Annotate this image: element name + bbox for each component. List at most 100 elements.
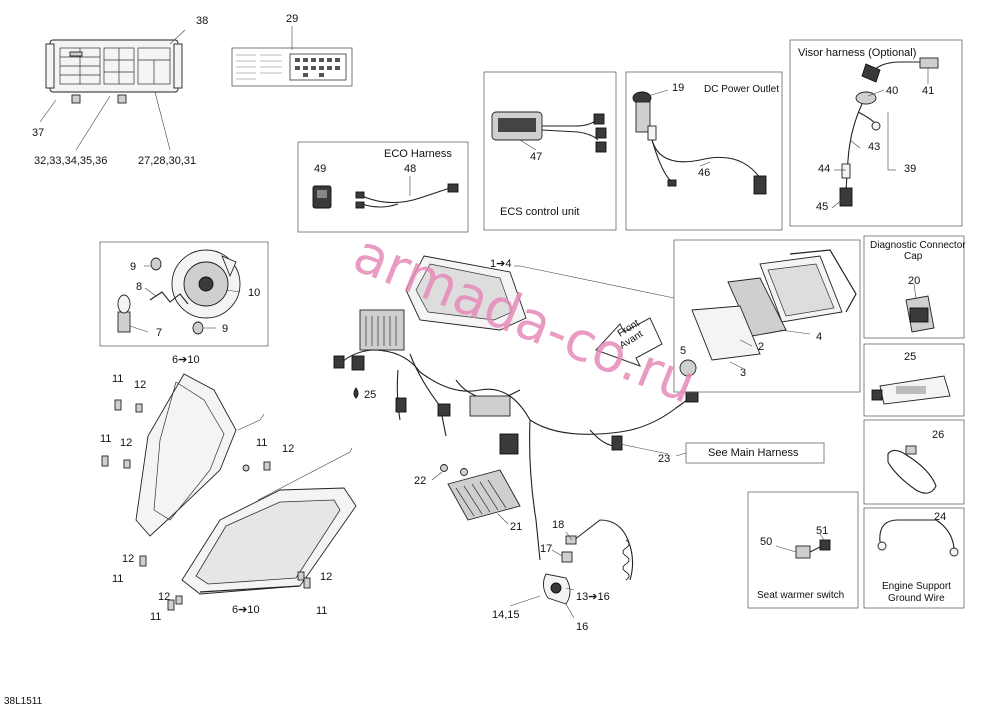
label-10: 10 — [248, 287, 260, 299]
engine-ground-box — [863, 507, 965, 609]
right-headlight — [181, 487, 357, 595]
dielectric-grease-box — [863, 343, 965, 417]
visor-harness-box — [789, 39, 963, 227]
connector-pinout-sheet — [231, 47, 353, 87]
grease-drop-icon — [353, 387, 359, 399]
caption-diagnostic-cap-2: Cap — [904, 251, 923, 262]
label-47: 47 — [530, 151, 542, 163]
label-24: 24 — [934, 511, 946, 523]
label-27-31: 27,28,30,31 — [138, 155, 196, 167]
small-bulb-upper — [150, 257, 162, 271]
label-6-10-upper: 6➔10 — [172, 354, 200, 366]
voltage-regulator — [447, 469, 521, 521]
caption-diagnostic-cap-1: Diagnostic Connector — [870, 240, 966, 251]
label-45: 45 — [816, 201, 828, 213]
label-50: 50 — [760, 536, 772, 548]
label-37: 37 — [32, 127, 44, 139]
caption-engine-ground-1: Engine Support — [882, 581, 951, 592]
bulb-socket — [171, 249, 241, 319]
label-22: 22 — [414, 475, 426, 487]
label-9-upper: 9 — [130, 261, 136, 273]
tether-cord — [565, 519, 634, 581]
label-44: 44 — [818, 163, 830, 175]
label-26: 26 — [932, 429, 944, 441]
label-20: 20 — [908, 275, 920, 287]
diagnostic-cap-box — [863, 235, 965, 339]
caption-ecs-control-unit: ECS control unit — [500, 206, 579, 218]
caption-engine-ground-2: Ground Wire — [888, 593, 945, 604]
label-12-a: 12 — [134, 379, 146, 391]
eco-harness-box — [297, 141, 469, 233]
label-8: 8 — [136, 281, 142, 293]
label-7: 7 — [156, 327, 162, 339]
label-12-b: 12 — [120, 437, 132, 449]
label-29: 29 — [286, 13, 298, 25]
seat-warmer-box — [747, 491, 859, 609]
front-direction-arrow — [595, 317, 663, 367]
dc-power-outlet — [632, 91, 767, 195]
left-headlight-housing — [135, 373, 237, 537]
label-38: 38 — [196, 15, 208, 27]
label-13-16: 13➔16 — [576, 591, 610, 603]
cable-tie-box — [863, 419, 965, 505]
gauge-bezel — [691, 277, 787, 361]
label-12-c: 12 — [282, 443, 294, 455]
caption-see-main-harness: See Main Harness — [708, 447, 799, 459]
label-17: 17 — [540, 543, 552, 555]
bulb-retaining-spring — [149, 291, 189, 305]
relay-block — [359, 309, 405, 351]
gauge-knob — [679, 359, 697, 377]
label-46: 46 — [698, 167, 710, 179]
label-41: 41 — [922, 85, 934, 97]
label-4: 4 — [816, 331, 822, 343]
label-5: 5 — [680, 345, 686, 357]
ecs-control-box — [483, 71, 617, 231]
label-11-c: 11 — [256, 437, 267, 449]
label-18: 18 — [552, 519, 564, 531]
gauge-parts-box — [673, 239, 861, 393]
label-43: 43 — [868, 141, 880, 153]
headlight-bulb-box — [99, 241, 269, 347]
eco-switch — [312, 185, 332, 209]
diagnostic-connector-cap — [905, 295, 935, 333]
halogen-bulb — [117, 294, 131, 333]
main-harness — [333, 349, 699, 561]
label-19: 19 — [672, 82, 684, 94]
label-1-4: 1➔4 — [490, 258, 511, 270]
label-3: 3 — [740, 367, 746, 379]
small-bulb-lower — [192, 321, 204, 335]
label-12-d: 12 — [122, 553, 134, 565]
label-49: 49 — [314, 163, 326, 175]
ignition-switch — [543, 551, 573, 605]
label-25-main: 25 — [364, 389, 376, 401]
label-48: 48 — [404, 163, 416, 175]
label-12-f: 12 — [320, 571, 332, 583]
hardware-screws-left — [101, 399, 271, 472]
label-9-lower: 9 — [222, 323, 228, 335]
hardware-screws-right — [139, 555, 311, 611]
caption-seat-warmer-switch: Seat warmer switch — [757, 590, 844, 601]
label-39: 39 — [904, 163, 916, 175]
visor-harness — [839, 57, 939, 207]
caption-eco-harness: ECO Harness — [384, 148, 452, 160]
section-captions: ECO Harness ECS control unit DC Power Ou… — [4, 47, 966, 707]
instrument-cluster — [405, 255, 527, 331]
label-25-grease: 25 — [904, 351, 916, 363]
label-11-b: 11 — [100, 433, 111, 445]
eco-harness — [355, 183, 459, 209]
label-2: 2 — [758, 341, 764, 353]
cable-tie-head — [905, 445, 917, 455]
dc-outlet-box — [625, 71, 783, 231]
label-12-e: 12 — [158, 591, 170, 603]
label-51: 51 — [816, 525, 828, 537]
figure-code: 38L1511 — [4, 696, 43, 707]
label-11-e: 11 — [150, 611, 161, 623]
label-11-a: 11 — [112, 373, 123, 385]
caption-visor-harness: Visor harness (Optional) — [798, 47, 916, 59]
part-labels: 38 29 37 32,33,34,35,36 27,28,30,31 49 4… — [32, 13, 946, 633]
label-14-15: 14,15 — [492, 609, 520, 621]
fuse-box — [45, 39, 183, 104]
seat-warmer-switch — [795, 539, 831, 559]
label-40: 40 — [886, 85, 898, 97]
